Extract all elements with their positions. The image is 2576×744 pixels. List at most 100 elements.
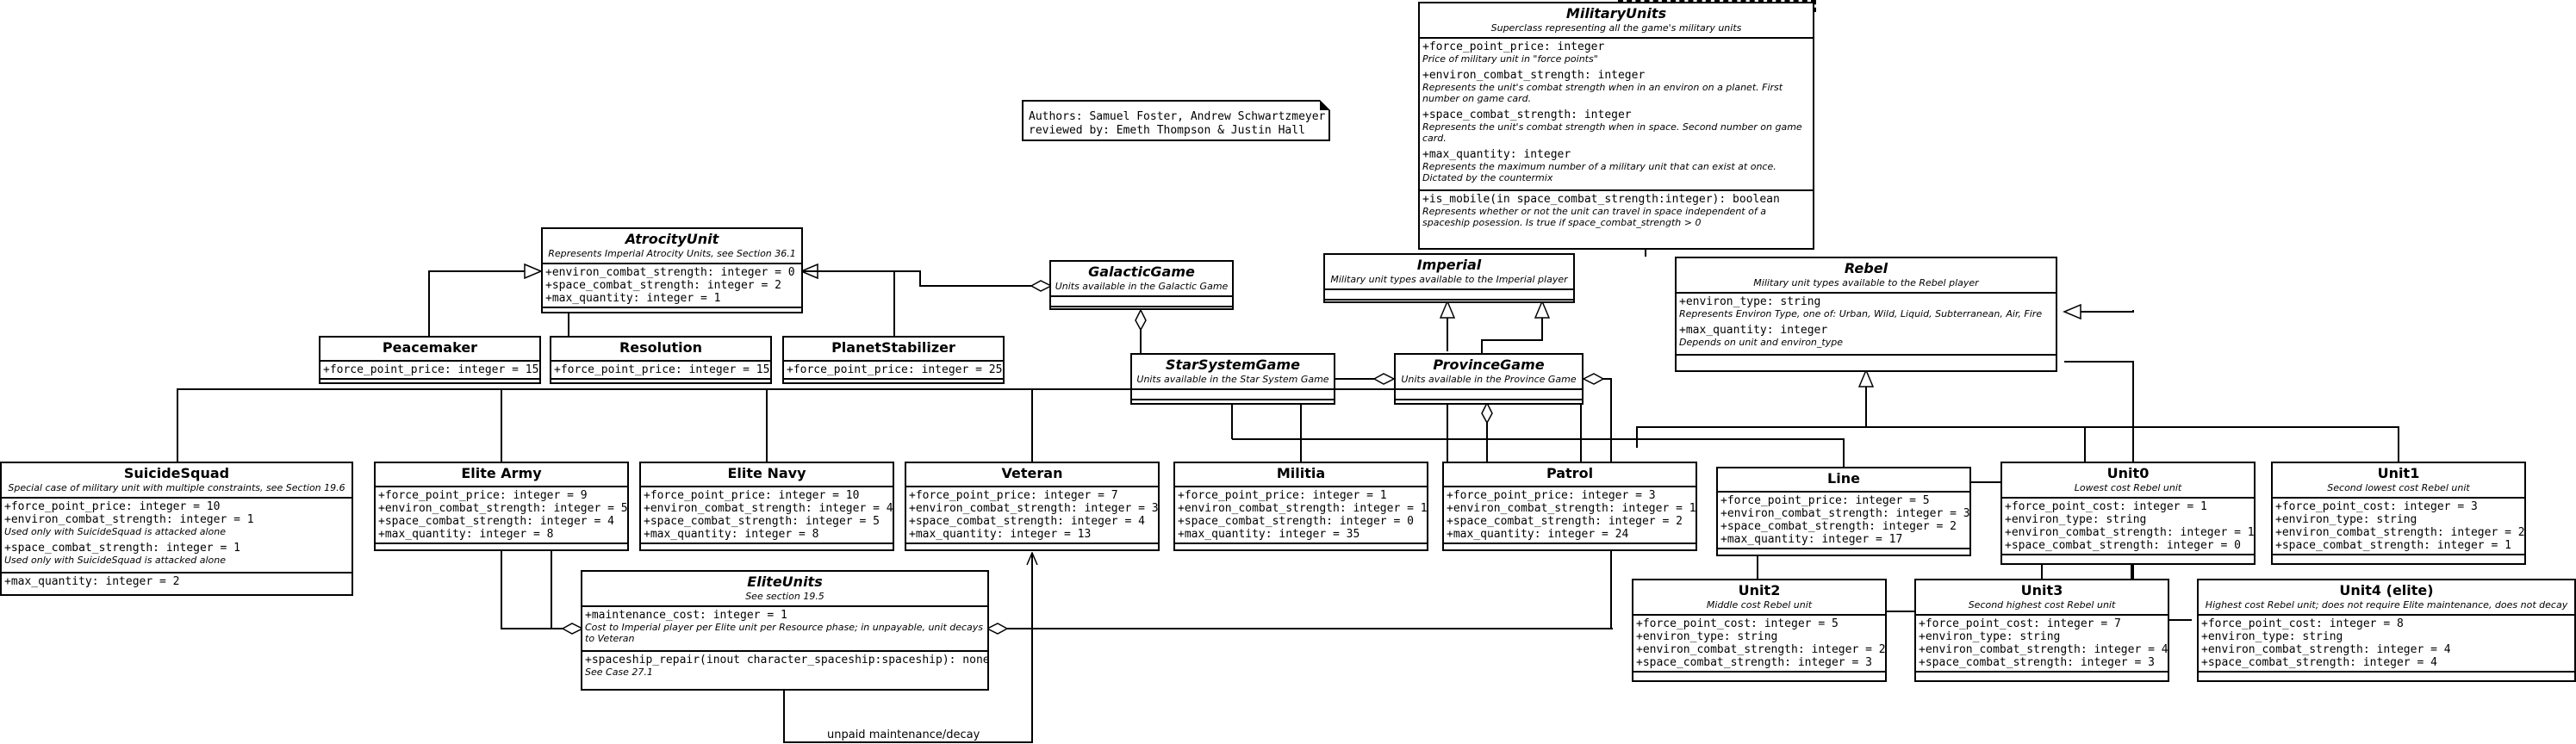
- class-name: Unit2: [1738, 582, 1781, 598]
- class-elite-navy[interactable]: Elite Navy +force_point_price: integer = …: [639, 462, 894, 551]
- operation-signature: +spaceship_repair(inout character_spaces…: [585, 654, 989, 666]
- attribute-signature: +environ_combat_strength: integer = 4: [1919, 643, 2168, 656]
- class-operations: [784, 380, 1003, 382]
- class-name: Peacemaker: [382, 339, 478, 356]
- class-name: Veteran: [1001, 465, 1063, 481]
- attribute-signature: +environ_type: string: [1919, 630, 2061, 643]
- attribute-signature: +space_combat_strength: integer = 4: [2201, 656, 2437, 669]
- class-name: AtrocityUnit: [625, 231, 719, 247]
- class-planet-stabilizer[interactable]: PlanetStabilizer+force_point_price: inte…: [782, 336, 1005, 384]
- class-header: Line: [1718, 468, 1969, 493]
- attribute-signature: +environ_combat_strength: integer = 0: [545, 266, 795, 279]
- attribute-signature: +force_point_price: integer = 10: [644, 489, 860, 502]
- class-unit4-elite[interactable]: Unit4 (elite)Highest cost Rebel unit; do…: [2197, 579, 2576, 682]
- attribute-signature: +space_combat_strength: integer = 1: [2275, 539, 2511, 552]
- attribute-signature: +force_point_price: integer = 15: [323, 363, 539, 376]
- class-attributes: +force_point_price: integer = 15: [551, 362, 770, 380]
- class-description: Military unit types available to the Reb…: [1753, 277, 1979, 288]
- attribute-signature: +force_point_cost: integer = 5: [1636, 617, 1839, 630]
- class-name: Unit3: [2020, 582, 2063, 598]
- class-attributes: +force_point_price: integer = 9+environ_…: [376, 487, 627, 544]
- class-name: GalacticGame: [1088, 264, 1195, 280]
- class-operations: [1175, 544, 1427, 549]
- attribute-signature: +force_point_price: integer: [1422, 40, 1605, 53]
- class-resolution[interactable]: Resolution +force_point_price: integer = …: [550, 336, 772, 384]
- class-attributes: +force_point_cost: integer = 8+environ_t…: [2199, 616, 2574, 673]
- class-name: Resolution: [619, 339, 703, 356]
- attribute-signature: +force_point_cost: integer = 8: [2201, 617, 2404, 630]
- class-militia[interactable]: Militia+force_point_price: integer = 1+e…: [1173, 462, 1428, 551]
- class-header: PlanetStabilizer: [784, 338, 1003, 362]
- class-name: ProvinceGame: [1433, 356, 1545, 373]
- attribute-signature: +environ_combat_strength: integer = 3: [909, 502, 1159, 515]
- class-patrol[interactable]: Patrol+force_point_price: integer = 3+en…: [1442, 462, 1697, 551]
- attribute-signature: +space_combat_strength: integer = 2: [1720, 520, 1957, 533]
- attribute-signature: +force_point_price: integer = 9: [378, 489, 588, 502]
- attribute-signature: +max_quantity: integer = 1: [545, 292, 721, 305]
- class-name: EliteUnits: [747, 574, 823, 590]
- attribute-signature: +force_point_price: integer = 25: [787, 363, 1003, 376]
- class-operations: [1396, 400, 1582, 403]
- attribute-signature: +space_combat_strength: integer = 4: [909, 515, 1145, 528]
- operation-signature: +is_mobile(in space_combat_strength:inte…: [1422, 193, 1780, 206]
- attribute-signature: +force_point_price: integer = 15: [554, 363, 770, 376]
- attribute-signature: +force_point_cost: integer = 7: [1919, 617, 2121, 630]
- class-attributes: +force_point_price: integer = 7+environ_…: [906, 487, 1158, 544]
- member-note: Represents the unit's combat strength wh…: [1422, 121, 1802, 144]
- class-veteran[interactable]: Veteran +force_point_price: integer = 7+e…: [905, 462, 1160, 551]
- class-operations: [376, 544, 627, 549]
- class-attributes: +force_point_price: integer = 15: [320, 362, 539, 380]
- class-attributes: +force_point_price: integer = 25: [784, 362, 1003, 380]
- attribute-signature: +max_quantity: integer = 13: [909, 528, 1092, 541]
- class-attributes: +force_point_price: integer = 3+environ_…: [1444, 487, 1696, 544]
- class-description: Units available in the Province Game: [1401, 374, 1577, 385]
- class-operations: [543, 308, 801, 312]
- class-operations: [1051, 307, 1232, 308]
- member-note: Represents the unit's combat strength wh…: [1422, 82, 1783, 104]
- class-description: See section 19.5: [745, 591, 824, 602]
- class-attributes: [1051, 297, 1232, 307]
- class-name: MilitaryUnits: [1565, 5, 1667, 22]
- edge-decay: [783, 553, 1032, 743]
- attribute-signature: +environ_combat_strength: integer = 2: [1636, 643, 1886, 656]
- class-operations: +spaceship_repair(inout character_spaces…: [582, 652, 987, 684]
- attribute-signature: +environ_combat_strength: integer = 2: [2275, 526, 2525, 539]
- attribute-signature: +space_combat_strength: integer = 2: [1447, 515, 1683, 528]
- class-line[interactable]: Line+force_point_price: integer = 5+envi…: [1716, 467, 1971, 556]
- attribute-signature: +environ_type: string: [2275, 513, 2417, 526]
- attribute-signature: +maintenance_cost: integer = 1: [585, 609, 787, 622]
- class-attributes: +force_point_cost: integer = 1+environ_t…: [2002, 499, 2254, 555]
- member-note: Depends on unit and environ_type: [1679, 337, 1843, 348]
- class-operations: [551, 380, 770, 382]
- class-description: Second highest cost Rebel unit: [1968, 599, 2116, 611]
- class-name: Elite Army: [461, 465, 542, 481]
- attribute-signature: +environ_combat_strength: integer: [1422, 69, 1646, 82]
- attribute-signature: +space_combat_strength: integer = 5: [644, 515, 880, 528]
- class-operations: [906, 544, 1158, 549]
- attribute-signature: +space_combat_strength: integer = 4: [378, 515, 614, 528]
- class-peacemaker[interactable]: Peacemaker +force_point_price: integer = …: [319, 336, 541, 384]
- attribute-signature: +force_point_price: integer = 7: [909, 489, 1118, 502]
- class-name: Elite Navy: [727, 465, 806, 481]
- class-elite-army[interactable]: Elite Army +force_point_price: integer = …: [374, 462, 629, 551]
